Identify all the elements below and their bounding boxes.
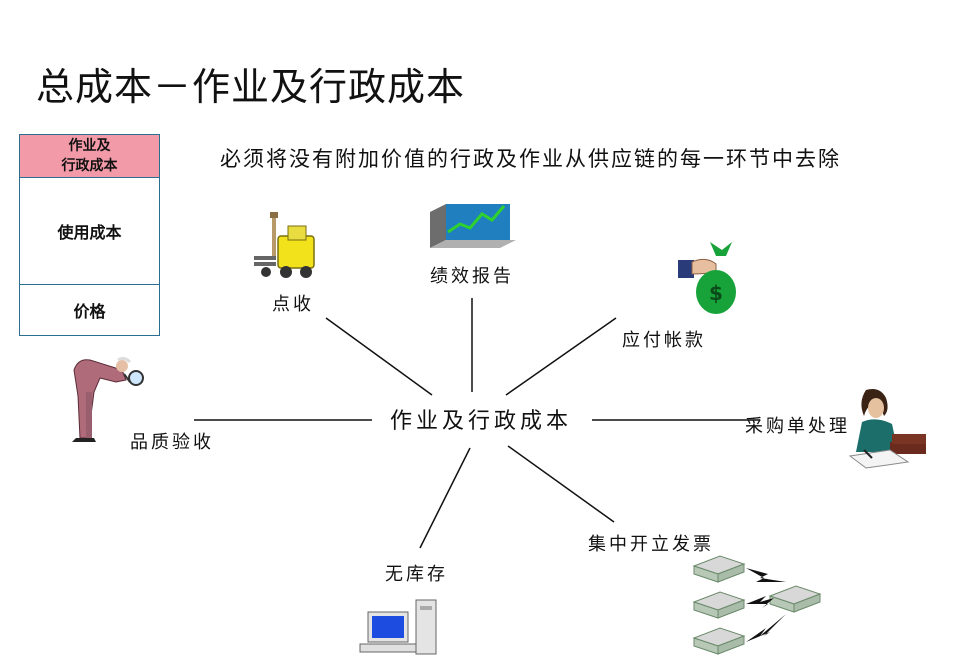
cost-stack-ops-admin: 作业及 行政成本 bbox=[19, 134, 160, 178]
page-title: 总成本－作业及行政成本 bbox=[36, 65, 466, 109]
clerk-writing-icon bbox=[848, 389, 926, 469]
cost-stack-price: 价格 bbox=[19, 285, 160, 336]
node-accounts-payable: 应付帐款 bbox=[622, 330, 706, 351]
invoice-stacks-icon bbox=[692, 555, 822, 655]
cost-stack-price-label: 价格 bbox=[73, 302, 106, 321]
computer-icon bbox=[359, 599, 437, 655]
performance-chart-icon bbox=[430, 204, 516, 248]
money-bag-icon: $ bbox=[678, 242, 736, 314]
cost-stack-usage-cost: 使用成本 bbox=[19, 178, 160, 285]
cost-stack-usage-label: 使用成本 bbox=[57, 223, 122, 242]
line-inventory bbox=[419, 447, 471, 549]
inspector-icon bbox=[72, 356, 144, 442]
line-receiving bbox=[325, 317, 433, 396]
node-receiving: 点收 bbox=[272, 294, 314, 315]
node-performance-report: 绩效报告 bbox=[430, 266, 514, 287]
node-purchase-order: 采购单处理 bbox=[745, 416, 850, 437]
forklift-icon bbox=[254, 212, 315, 278]
node-quality-inspection: 品质验收 bbox=[130, 432, 214, 453]
dollar-sign: $ bbox=[709, 281, 723, 305]
line-invoice bbox=[507, 445, 615, 523]
subtitle: 必须将没有附加价值的行政及作业从供应链的每一环节中去除 bbox=[220, 147, 841, 171]
cost-stack-ops-admin-label: 作业及 行政成本 bbox=[61, 138, 118, 174]
node-consolidated-invoice: 集中开立发票 bbox=[588, 534, 714, 555]
line-payable bbox=[505, 317, 617, 396]
center-node: 作业及行政成本 bbox=[390, 409, 573, 434]
node-no-inventory: 无库存 bbox=[385, 564, 448, 585]
cost-stack: 作业及 行政成本 使用成本 价格 bbox=[19, 134, 160, 336]
